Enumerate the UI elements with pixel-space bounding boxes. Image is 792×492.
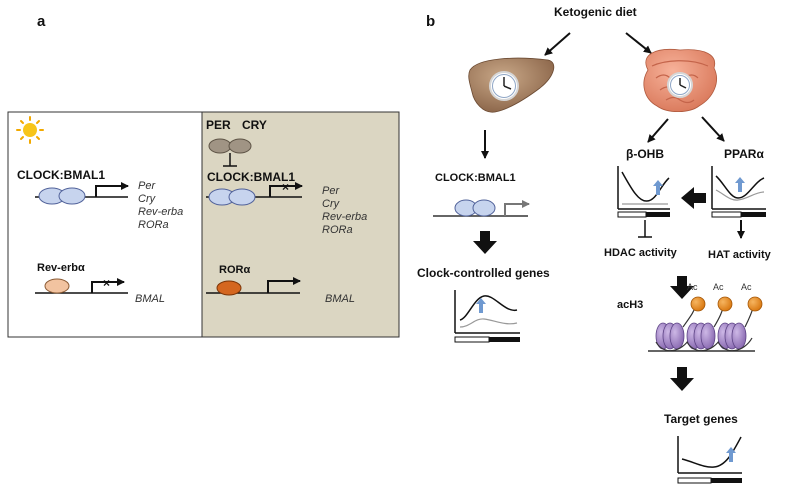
liver-light-bar xyxy=(454,336,490,343)
liver-icon xyxy=(468,57,555,113)
day-clock-target-list: Per Cry Rev-erba RORa xyxy=(138,180,183,232)
liver-rhythm-trace-control xyxy=(459,318,518,328)
ac-label-3: Ac xyxy=(741,282,752,292)
night-ror-label: RORα xyxy=(219,264,251,276)
ppar-to-bohb-block-arrow xyxy=(681,187,706,209)
ac-label-2: Ac xyxy=(713,282,724,292)
day-clock-promoter-arrow xyxy=(95,182,129,197)
ppar-label: PPARα xyxy=(724,147,764,161)
hdac-activity-label: HDAC activity xyxy=(604,247,677,259)
ror-oval xyxy=(216,280,242,296)
target-dark-bar xyxy=(711,478,742,483)
ketogenic-diet-label: Ketogenic diet xyxy=(554,5,637,19)
night-clock-oval-2 xyxy=(228,188,256,206)
night-target-per: Per xyxy=(322,185,340,197)
target-up-arrow xyxy=(726,447,736,462)
target-rhythm-chart xyxy=(677,436,742,484)
night-cry-label: CRY xyxy=(242,118,267,132)
sun-icon xyxy=(16,116,44,144)
night-target-rora: RORa xyxy=(322,224,353,236)
day-reverb-promoter-arrow xyxy=(91,278,125,293)
panel-a-label: a xyxy=(37,13,46,30)
target-genes-label: Target genes xyxy=(664,412,738,426)
bohb-light-bar xyxy=(617,211,647,218)
bohb-label: β-OHB xyxy=(626,147,664,161)
bohb-up-arrow xyxy=(653,180,663,195)
clock-controlled-genes-label: Clock-controlled genes xyxy=(417,266,550,280)
day-reverb-label: Rev-erbα xyxy=(37,262,85,274)
day-reverb-block-x: × xyxy=(103,276,110,290)
reverb-oval xyxy=(44,278,70,294)
night-ror-target: BMAL xyxy=(325,293,355,305)
liver-block-arrow xyxy=(473,231,497,254)
ppar-light-bar xyxy=(711,211,742,218)
ppar-up-arrow xyxy=(735,177,745,192)
per-oval xyxy=(208,138,232,154)
chromatin-illustration xyxy=(648,296,763,352)
ppar-dark-bar xyxy=(741,212,766,217)
day-target-rora: RORa xyxy=(138,219,169,231)
hat-activity-label: HAT activity xyxy=(708,249,771,261)
ach3-label: acH3 xyxy=(617,299,644,311)
to-target-block-arrow xyxy=(670,367,694,391)
liver-rhythm-chart xyxy=(454,290,520,343)
ppar-trace-kd xyxy=(715,175,765,199)
nucleosome-3 xyxy=(717,296,763,352)
diet-to-intestine-arrow xyxy=(625,32,652,54)
day-target-per: Per xyxy=(138,180,156,192)
panel-b-label: b xyxy=(426,13,436,30)
cry-oval xyxy=(228,138,252,154)
day-reverb-target: BMAL xyxy=(135,293,165,305)
day-target-reverba: Rev-erba xyxy=(138,206,184,218)
liver-clock-label: CLOCK:BMAL1 xyxy=(435,172,516,184)
ppar-trace-control xyxy=(715,189,765,201)
night-per-label: PER xyxy=(206,118,231,132)
diet-to-liver-arrow xyxy=(544,32,571,56)
target-light-bar xyxy=(677,477,712,484)
to-ach3-block-arrow xyxy=(670,276,694,299)
liver-clock-oval-2 xyxy=(472,199,496,217)
day-box xyxy=(7,111,203,338)
liver-rhythm-trace-kd xyxy=(459,295,518,321)
ac-ball-1 xyxy=(690,296,706,312)
night-target-reverba: Rev-erba xyxy=(322,211,368,223)
day-target-cry: Cry xyxy=(138,193,156,205)
day-clock-label: CLOCK:BMAL1 xyxy=(17,168,105,182)
bohb-trace-kd xyxy=(621,171,670,202)
night-clock-promoter-arrow xyxy=(269,182,303,197)
panel-a: × × xyxy=(7,111,400,338)
liver-up-arrow xyxy=(476,298,486,313)
day-clock-oval-2 xyxy=(58,187,86,205)
intestine-icon xyxy=(643,48,717,113)
intestine-to-bohb-arrow xyxy=(647,118,669,143)
night-ror-promoter-arrow xyxy=(267,277,301,293)
night-clock-label: CLOCK:BMAL1 xyxy=(207,170,295,184)
intestine-to-ppar-arrow xyxy=(701,116,725,142)
target-trace xyxy=(681,436,742,468)
nucleosome-1 xyxy=(655,296,706,352)
liver-dark-bar xyxy=(489,337,520,342)
bohb-rhythm-chart xyxy=(617,166,670,218)
ac-ball-3 xyxy=(747,296,763,312)
ac-ball-2 xyxy=(717,296,733,312)
night-target-cry: Cry xyxy=(322,198,340,210)
night-clock-target-list: Per Cry Rev-erba RORa xyxy=(322,185,367,237)
ac-label-1: Ac xyxy=(687,282,698,292)
bohb-dark-bar xyxy=(646,212,670,217)
liver-promoter-arrow xyxy=(504,200,530,216)
night-clock-block-x: × xyxy=(282,180,289,194)
ppar-rhythm-chart xyxy=(711,166,766,218)
panel-b xyxy=(433,32,766,484)
